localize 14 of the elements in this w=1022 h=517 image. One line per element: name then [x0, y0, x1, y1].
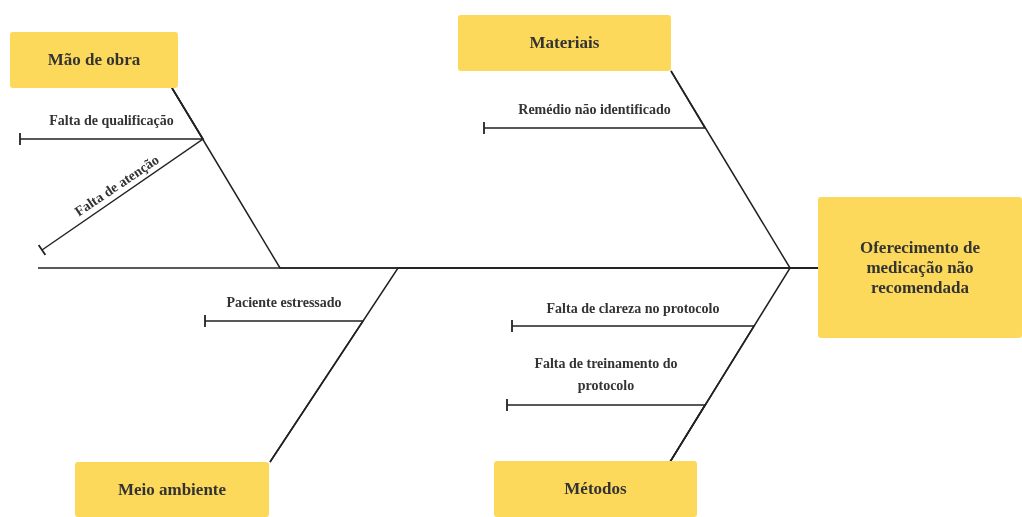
- category-box: Materiais: [458, 15, 671, 71]
- category-box: Métodos: [494, 461, 697, 517]
- category-box: Meio ambiente: [75, 462, 269, 517]
- cause-line: [483, 70, 707, 135]
- cause-line: [37, 87, 204, 256]
- cause-label: Falta de treinamento do protocolo: [507, 353, 705, 405]
- category-box: Oferecimento de medicação não recomendada: [818, 197, 1022, 338]
- cause-line: [506, 398, 707, 463]
- category-box: Mão de obra: [10, 32, 178, 88]
- cause-line: [204, 314, 365, 463]
- cause-label: Remédio não identificado: [484, 99, 705, 128]
- cause-label: Falta de clareza no protocolo: [512, 298, 754, 326]
- cause-label: Falta de qualificação: [20, 110, 203, 139]
- cause-label: Paciente estressado: [205, 292, 363, 321]
